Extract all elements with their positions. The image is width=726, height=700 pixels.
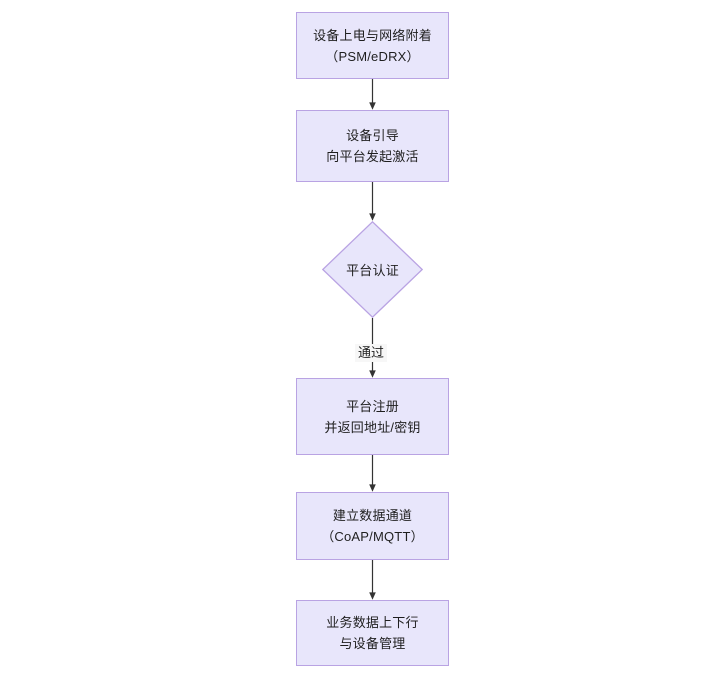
diamond-shape-icon xyxy=(322,221,423,318)
node-bootstrap-line-2: 向平台发起激活 xyxy=(326,149,419,164)
node-register-line-1: 平台注册 xyxy=(346,398,399,414)
node-platform-register[interactable]: 平台注册 并返回地址/密钥 xyxy=(296,378,449,455)
node-register-line-2: 并返回地址/密钥 xyxy=(324,419,421,435)
node-establish-data-channel[interactable]: 建立数据通道 （CoAP/MQTT） xyxy=(296,492,449,560)
node-channel-line-2: （CoAP/MQTT） xyxy=(321,529,424,544)
node-business-data-and-device-management[interactable]: 业务数据上下行 与设备管理 xyxy=(296,600,449,666)
node-business-line-2: 与设备管理 xyxy=(339,636,406,651)
node-auth-label: 平台认证 xyxy=(346,263,399,278)
node-device-power-on[interactable]: 设备上电与网络附着 （PSM/eDRX） xyxy=(296,12,449,79)
node-business-line-1: 业务数据上下行 xyxy=(326,615,419,630)
node-device-bootstrap[interactable]: 设备引导 向平台发起激活 xyxy=(296,110,449,182)
node-power-line-2: （PSM/eDRX） xyxy=(325,48,420,64)
node-channel-line-1: 建立数据通道 xyxy=(332,508,413,523)
node-power-line-1: 设备上电与网络附着 xyxy=(313,27,432,43)
edge-label-pass: 通过 xyxy=(355,344,388,362)
node-platform-authentication[interactable]: 平台认证 xyxy=(322,221,423,318)
node-bootstrap-line-1: 设备引导 xyxy=(346,128,399,143)
